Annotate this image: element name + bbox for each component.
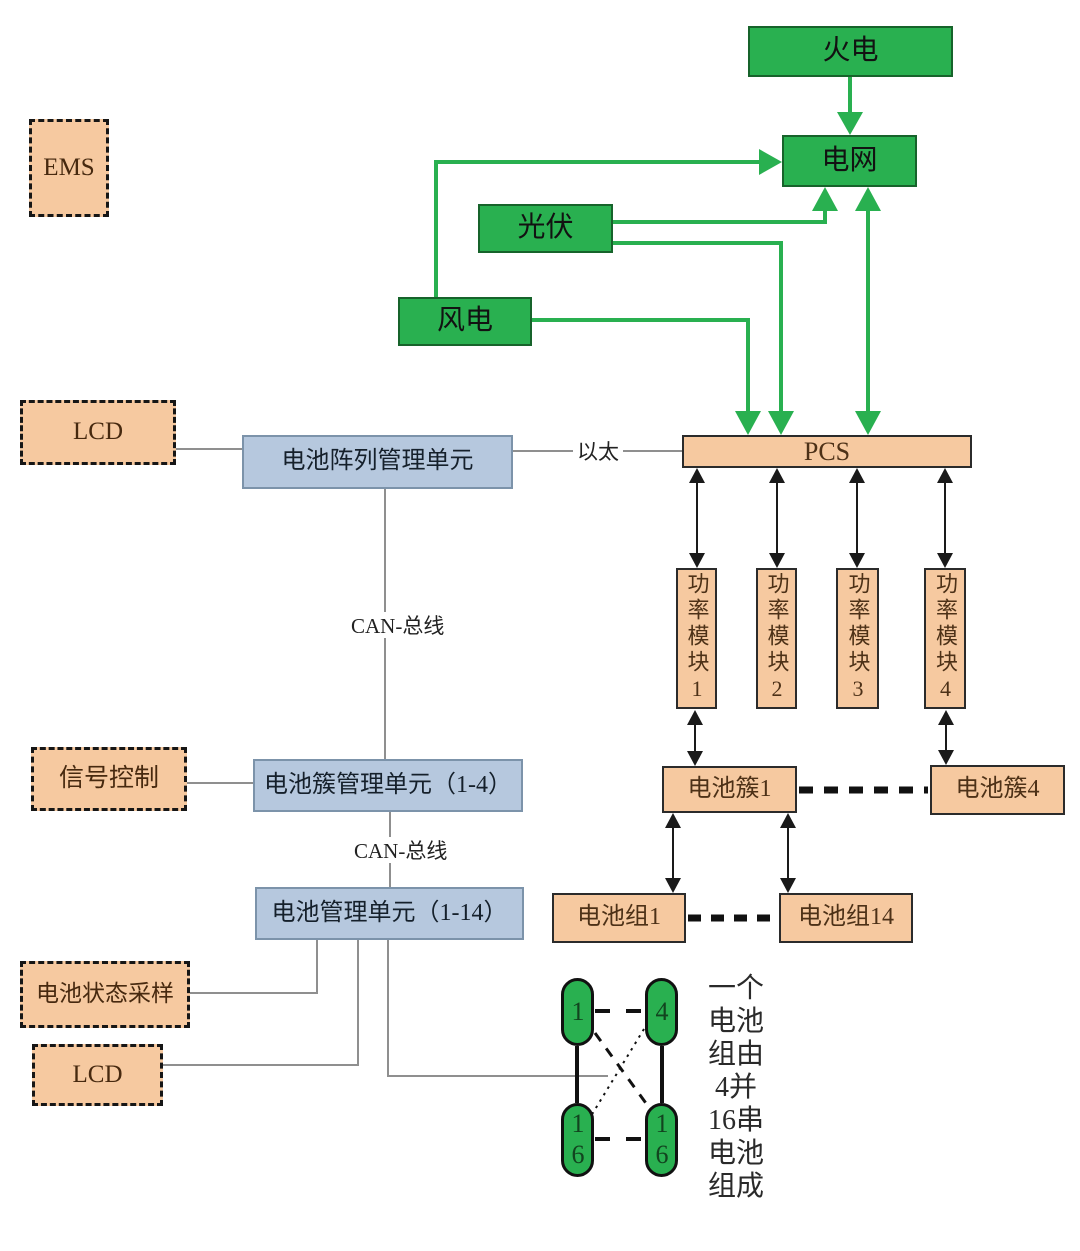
- battery-group-1-box: 电池组1: [552, 893, 686, 943]
- power-module-2-box: 功率模块2: [756, 568, 797, 709]
- wire-battery-unit-to-cells: [387, 940, 608, 1077]
- wire-wind-up-to-grid: [434, 160, 759, 297]
- cell-links: [575, 1009, 664, 1141]
- green-wires: [434, 77, 881, 435]
- arrow-thermal-grid: [837, 112, 863, 135]
- ems-box: EMS: [29, 119, 109, 217]
- cell-16-left-box: 16: [561, 1103, 594, 1177]
- arrow-grid-pcs-up: [855, 187, 881, 211]
- black-arrows: [665, 468, 954, 893]
- wind-power-box: 风电: [398, 297, 532, 346]
- battery-composition-note: 一个 电池 组由 4并 16串 电池 组成: [707, 973, 764, 1202]
- power-module-3-box: 功率模块3: [836, 568, 879, 709]
- pcs-box: PCS: [682, 435, 972, 468]
- arrow-into-grid-left: [759, 149, 782, 175]
- lcd-top-box: LCD: [20, 400, 176, 465]
- arrow-grid-pcs-down: [855, 411, 881, 435]
- arrow-pv-pcs: [768, 411, 794, 435]
- wire-pv-to-pcs: [613, 241, 783, 411]
- dashed-continuations: [688, 786, 928, 922]
- arrow-pv-grid: [812, 187, 838, 211]
- pv-box: 光伏: [478, 204, 613, 253]
- battery-sampling-box: 电池状态采样: [20, 961, 190, 1028]
- power-module-1-box: 功率模块1: [676, 568, 717, 709]
- lcd-bottom-box: LCD: [32, 1044, 163, 1106]
- array-management-unit-box: 电池阵列管理单元: [242, 435, 513, 489]
- wire-wind-to-pcs: [532, 318, 750, 411]
- thermal-power-box: 火电: [748, 26, 953, 77]
- power-module-4-box: 功率模块4: [924, 568, 966, 709]
- cell-1-box: 1: [561, 978, 594, 1046]
- ethernet-label: 以太: [573, 438, 623, 464]
- arrow-wind-pcs: [735, 411, 761, 435]
- cell-16-right-box: 16: [645, 1103, 678, 1177]
- battery-group-14-box: 电池组14: [779, 893, 913, 943]
- wire-pv-to-grid: [613, 211, 827, 224]
- wire-sampling-to-battery-unit: [190, 940, 318, 994]
- battery-cluster-1-box: 电池簇1: [662, 766, 797, 813]
- cell-diagonal-dashed: [593, 1032, 650, 1107]
- grid-box: 电网: [782, 135, 917, 187]
- can-bus-upper-label: CAN-总线: [347, 612, 449, 638]
- cell-diagonal-dotted: [590, 1028, 645, 1117]
- signal-control-box: 信号控制: [31, 747, 187, 811]
- wire-lcd-bottom-to-battery-unit: [163, 940, 359, 1066]
- cell-4-box: 4: [645, 978, 678, 1046]
- battery-cluster-4-box: 电池簇4: [930, 765, 1065, 815]
- can-bus-lower-label: CAN-总线: [350, 837, 452, 863]
- cluster-management-unit-box: 电池簇管理单元（1-4）: [253, 759, 523, 812]
- battery-management-unit-box: 电池管理单元（1-14）: [255, 887, 524, 940]
